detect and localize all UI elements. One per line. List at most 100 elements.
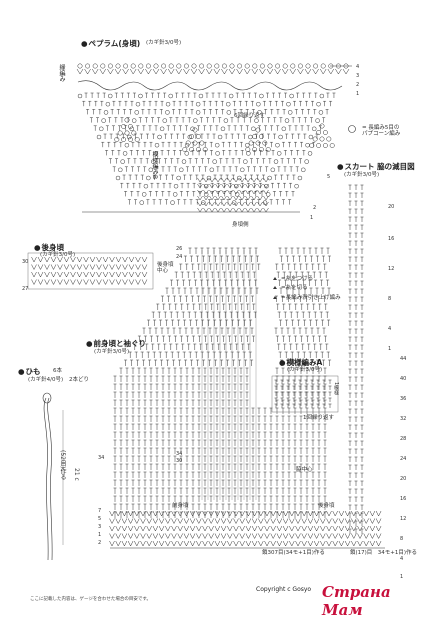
front-band-1-25 <box>264 518 270 525</box>
picot-edge-1 <box>85 63 91 69</box>
peplum-row-0: 4 <box>356 64 359 70</box>
front-band-4-1 <box>115 540 121 547</box>
front-band-3-1 <box>115 533 121 540</box>
peplum-pop-4-21 <box>220 126 226 132</box>
diamond-1-1-1 <box>195 134 201 139</box>
diamond-0-2-0 <box>117 130 123 136</box>
front-bottom-chain: 鎖307目(34モ+1目)作る <box>262 550 325 556</box>
front-band-1-32 <box>307 518 314 525</box>
front-band-0-24 <box>258 510 264 517</box>
cord-chain: (52目)作る <box>59 450 66 481</box>
back-st-0-12 <box>109 256 115 263</box>
front-band-0-36 <box>332 510 338 517</box>
back-st-0-6 <box>70 256 76 263</box>
cord-double: 2本どり <box>69 377 89 383</box>
peplum-body-5-10 <box>257 207 263 213</box>
picot-edge-24 <box>259 63 265 69</box>
peplum-body-3-0 <box>197 195 203 201</box>
front-band-3-9 <box>165 533 171 540</box>
diamond-0-1-0 <box>121 124 127 129</box>
picot-edge-9 <box>145 63 151 69</box>
front-band-4-38 <box>344 540 351 547</box>
front-row-34b: 34 <box>98 455 104 461</box>
peplum-pop-3-32 <box>284 118 290 123</box>
front-band-0-12 <box>183 510 190 517</box>
front-band-0-10 <box>171 510 177 517</box>
skirt-row-14: 12 <box>400 516 406 522</box>
front-band-2-37 <box>338 525 345 532</box>
peplum-pop-8-7 <box>151 159 156 164</box>
edge-fan-28 <box>289 68 297 75</box>
diamond-3-2-2 <box>326 136 332 142</box>
front-band-3-29 <box>289 533 295 540</box>
front-band-0-38 <box>344 510 351 517</box>
back-st-1-16 <box>135 264 141 271</box>
front-band-3-22 <box>245 533 252 540</box>
peplum-body-4-2 <box>209 201 215 207</box>
front-band-4-2 <box>121 540 128 547</box>
front-band-3-14 <box>196 533 202 540</box>
picot-edge-23 <box>252 63 258 69</box>
front-band-1-0 <box>109 518 115 525</box>
front-band-4-4 <box>134 540 140 547</box>
back-st-0-10 <box>96 256 102 263</box>
peplum-pop-13-17 <box>231 200 237 205</box>
skirt-row-17: 1 <box>400 574 403 580</box>
back-st-3-4 <box>57 279 63 286</box>
peplum-pop-11-29 <box>294 183 299 189</box>
front-band-2-28 <box>282 525 289 532</box>
cord-loop <box>42 392 52 404</box>
back-st-3-17 <box>141 279 148 286</box>
front-band-0-35 <box>326 510 332 517</box>
peplum-pop-8-32 <box>304 159 309 164</box>
back-st-0-5 <box>63 256 70 263</box>
back-st-2-14 <box>122 271 128 278</box>
picot-edge-32 <box>320 63 326 69</box>
front-title: 前身頃と袖ぐり <box>86 340 147 348</box>
peplum-body-0-9 <box>251 177 257 183</box>
peplum-body-3-11 <box>263 195 269 201</box>
front-band-1-40 <box>357 518 363 525</box>
front-band-0-29 <box>289 510 295 517</box>
front-band-2-31 <box>301 525 307 532</box>
front-band-4-11 <box>177 540 183 547</box>
edge-fan-22 <box>243 68 251 75</box>
front-band-3-7 <box>152 533 159 540</box>
peplum-body-4-10 <box>257 201 263 207</box>
back-st-2-0 <box>31 271 37 278</box>
peplum-body-2-5 <box>227 189 233 195</box>
peplum-body-1-4 <box>221 183 227 189</box>
picot-edge-30 <box>305 63 311 69</box>
edge-fan-33 <box>327 68 335 75</box>
edge-fan-16 <box>198 68 205 75</box>
diamond-1-2-0 <box>185 140 191 146</box>
picot-edge-12 <box>168 63 174 69</box>
front-band-0-8 <box>158 510 165 517</box>
peplum-pop-9-21 <box>240 167 245 173</box>
front-band-0-31 <box>301 510 307 517</box>
back-st-2-16 <box>135 271 141 278</box>
peplum-pop-6-4 <box>124 142 130 148</box>
front-band-1-21 <box>239 518 245 525</box>
edge-fan-6 <box>122 68 129 75</box>
diamond-1-2-1 <box>192 140 198 146</box>
edge-fan-2 <box>91 68 99 75</box>
back-st-2-7 <box>76 271 83 278</box>
edge-fan-21 <box>236 68 243 75</box>
peplum-pop-6-9 <box>154 142 160 148</box>
front-band-1-10 <box>171 518 177 525</box>
front-band-3-42 <box>369 533 376 540</box>
peplum-row-2: 2 <box>356 82 359 88</box>
front-band-1-23 <box>251 518 258 525</box>
edge-fan-12 <box>167 68 175 75</box>
peplum-pop-4-31 <box>281 126 287 132</box>
back-st-2-8 <box>83 271 89 278</box>
front-band-3-27 <box>276 533 283 540</box>
front-band-3-11 <box>177 533 183 540</box>
back-center-label: 後身頃 中心 <box>157 262 174 274</box>
front-band-3-2 <box>121 533 128 540</box>
front-row-0: 26 <box>176 246 182 252</box>
back-st-2-15 <box>128 271 135 278</box>
peplum-body-4-0 <box>197 201 203 207</box>
diamond-0-0-0 <box>124 117 130 123</box>
